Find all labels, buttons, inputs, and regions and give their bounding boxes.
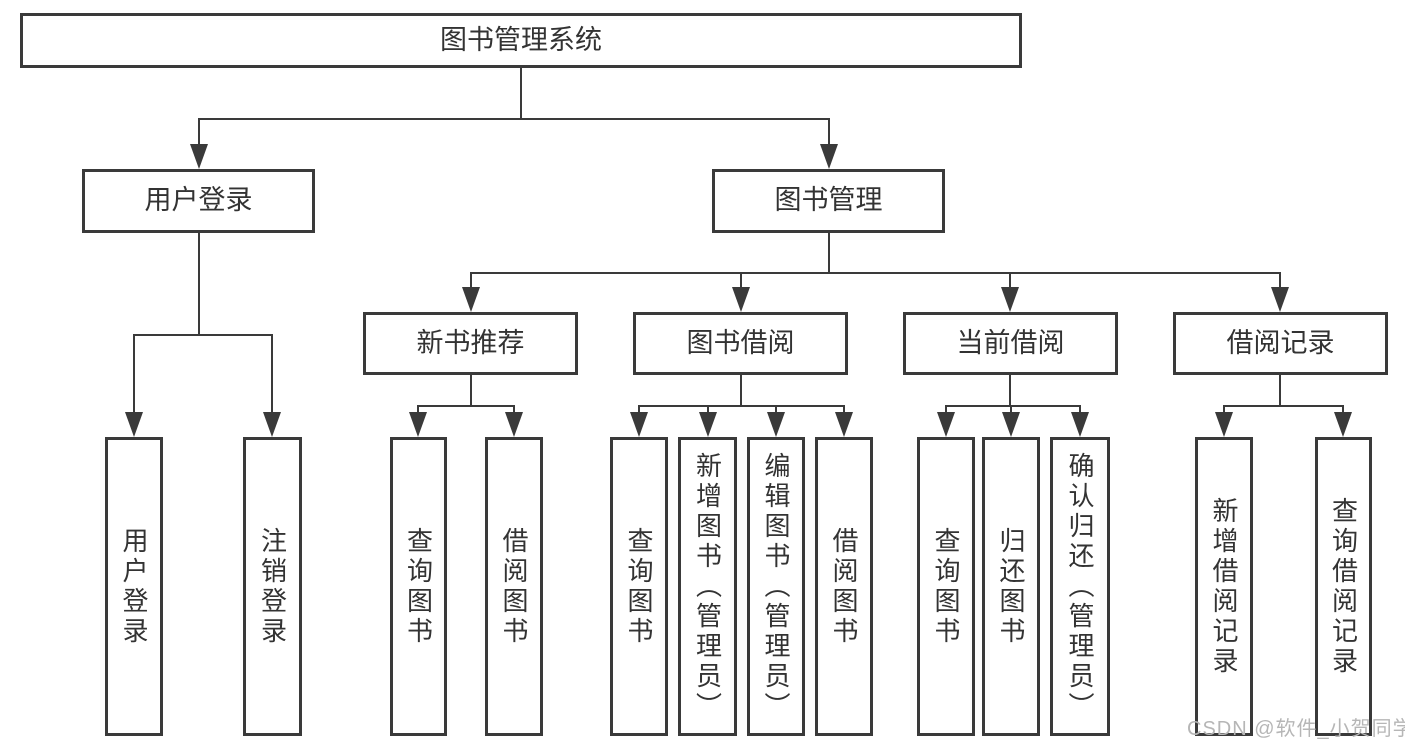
connector-arrow-stem	[1079, 405, 1081, 413]
node-label-user-login: 用户登录	[144, 185, 253, 216]
arrow-down-icon	[1071, 412, 1089, 437]
node-label-leaf-user-login: 用户登录	[119, 526, 149, 647]
node-label-br-query-record: 查询借阅记录	[1328, 496, 1359, 677]
node-bb-edit-book: 编辑图书（管理员）	[747, 437, 805, 736]
node-label-bb-query-book: 查询图书	[624, 526, 654, 647]
connector-vline	[520, 66, 522, 120]
node-label-rec-query-book: 查询图书	[403, 526, 434, 647]
connector-arrow-stem	[638, 405, 640, 413]
node-label-book-borrow: 图书借阅	[686, 327, 795, 358]
connector-vline	[470, 373, 472, 407]
connector-vline	[740, 373, 742, 407]
connector-arrow-stem	[470, 272, 472, 288]
node-cb-query-book: 查询图书	[917, 437, 975, 736]
arrow-down-icon	[125, 412, 143, 437]
connector-arrow-stem	[271, 334, 273, 413]
node-bb-add-book: 新增图书（管理员）	[678, 437, 737, 736]
node-user-login: 用户登录	[82, 169, 315, 233]
connector-vline	[1279, 373, 1281, 407]
connector-arrow-stem	[198, 118, 200, 145]
arrow-down-icon	[505, 412, 523, 437]
connector-arrow-stem	[513, 405, 515, 413]
connector-arrow-stem	[775, 405, 777, 413]
node-rec-borrow-book: 借阅图书	[485, 437, 543, 736]
arrow-down-icon	[835, 412, 853, 437]
connector-hline	[133, 334, 273, 336]
node-cb-return-book: 归还图书	[982, 437, 1040, 736]
node-book-borrow: 图书借阅	[633, 312, 848, 375]
node-label-new-book-rec: 新书推荐	[416, 327, 525, 358]
connector-hline	[470, 272, 1281, 274]
node-current-borrow: 当前借阅	[903, 312, 1118, 375]
connector-hline	[198, 118, 830, 120]
connector-arrow-stem	[133, 334, 135, 413]
connector-arrow-stem	[1223, 405, 1225, 413]
connector-hline	[638, 405, 845, 407]
arrow-down-icon	[732, 287, 750, 312]
connector-arrow-stem	[707, 405, 709, 413]
connector-vline	[1009, 373, 1011, 407]
connector-arrow-stem	[828, 118, 830, 145]
arrow-down-icon	[263, 412, 281, 437]
node-borrow-record: 借阅记录	[1173, 312, 1388, 375]
arrow-down-icon	[1271, 287, 1289, 312]
node-br-query-record: 查询借阅记录	[1315, 437, 1372, 736]
arrow-down-icon	[699, 412, 717, 437]
connector-hline	[945, 405, 1081, 407]
arrow-down-icon	[767, 412, 785, 437]
arrow-down-icon	[409, 412, 427, 437]
arrow-down-icon	[1002, 412, 1020, 437]
node-bb-query-book: 查询图书	[610, 437, 668, 736]
connector-arrow-stem	[417, 405, 419, 413]
node-root: 图书管理系统	[20, 13, 1022, 68]
node-bb-borrow-book: 借阅图书	[815, 437, 873, 736]
connector-vline	[198, 231, 200, 336]
node-label-bb-borrow-book: 借阅图书	[829, 526, 859, 647]
node-label-root: 图书管理系统	[440, 24, 602, 55]
node-rec-query-book: 查询图书	[390, 437, 447, 736]
node-label-bb-edit-book: 编辑图书（管理员）	[761, 451, 791, 722]
connector-arrow-stem	[843, 405, 845, 413]
connector-hline	[417, 405, 515, 407]
arrow-down-icon	[1001, 287, 1019, 312]
node-leaf-user-login: 用户登录	[105, 437, 163, 736]
node-label-cb-return-book: 归还图书	[996, 526, 1026, 647]
csdn-watermark: CSDN @软件_小贺同学	[1187, 718, 1405, 740]
arrow-down-icon	[937, 412, 955, 437]
arrow-down-icon	[1334, 412, 1352, 437]
arrow-down-icon	[190, 144, 208, 169]
connector-vline	[828, 231, 830, 274]
node-br-add-record: 新增借阅记录	[1195, 437, 1253, 736]
connector-arrow-stem	[1279, 272, 1281, 288]
connector-arrow-stem	[1010, 405, 1012, 413]
node-label-current-borrow: 当前借阅	[956, 327, 1065, 358]
arrow-down-icon	[820, 144, 838, 169]
arrow-down-icon	[462, 287, 480, 312]
connector-arrow-stem	[740, 272, 742, 288]
connector-arrow-stem	[1009, 272, 1011, 288]
node-book-mgmt: 图书管理	[712, 169, 945, 233]
node-new-book-rec: 新书推荐	[363, 312, 578, 375]
node-label-leaf-logout: 注销登录	[257, 526, 288, 647]
connector-arrow-stem	[945, 405, 947, 413]
arrow-down-icon	[1215, 412, 1233, 437]
node-label-cb-confirm-return: 确认归还（管理员）	[1065, 451, 1095, 722]
connector-hline	[1223, 405, 1344, 407]
node-label-cb-query-book: 查询图书	[931, 526, 961, 647]
connector-arrow-stem	[1342, 405, 1344, 413]
node-label-book-mgmt: 图书管理	[774, 185, 883, 216]
node-leaf-logout: 注销登录	[243, 437, 302, 736]
node-label-br-add-record: 新增借阅记录	[1209, 496, 1239, 677]
arrow-down-icon	[630, 412, 648, 437]
node-label-borrow-record: 借阅记录	[1226, 327, 1335, 358]
node-cb-confirm-return: 确认归还（管理员）	[1050, 437, 1110, 736]
node-label-rec-borrow-book: 借阅图书	[499, 526, 529, 647]
node-label-bb-add-book: 新增图书（管理员）	[692, 451, 723, 722]
